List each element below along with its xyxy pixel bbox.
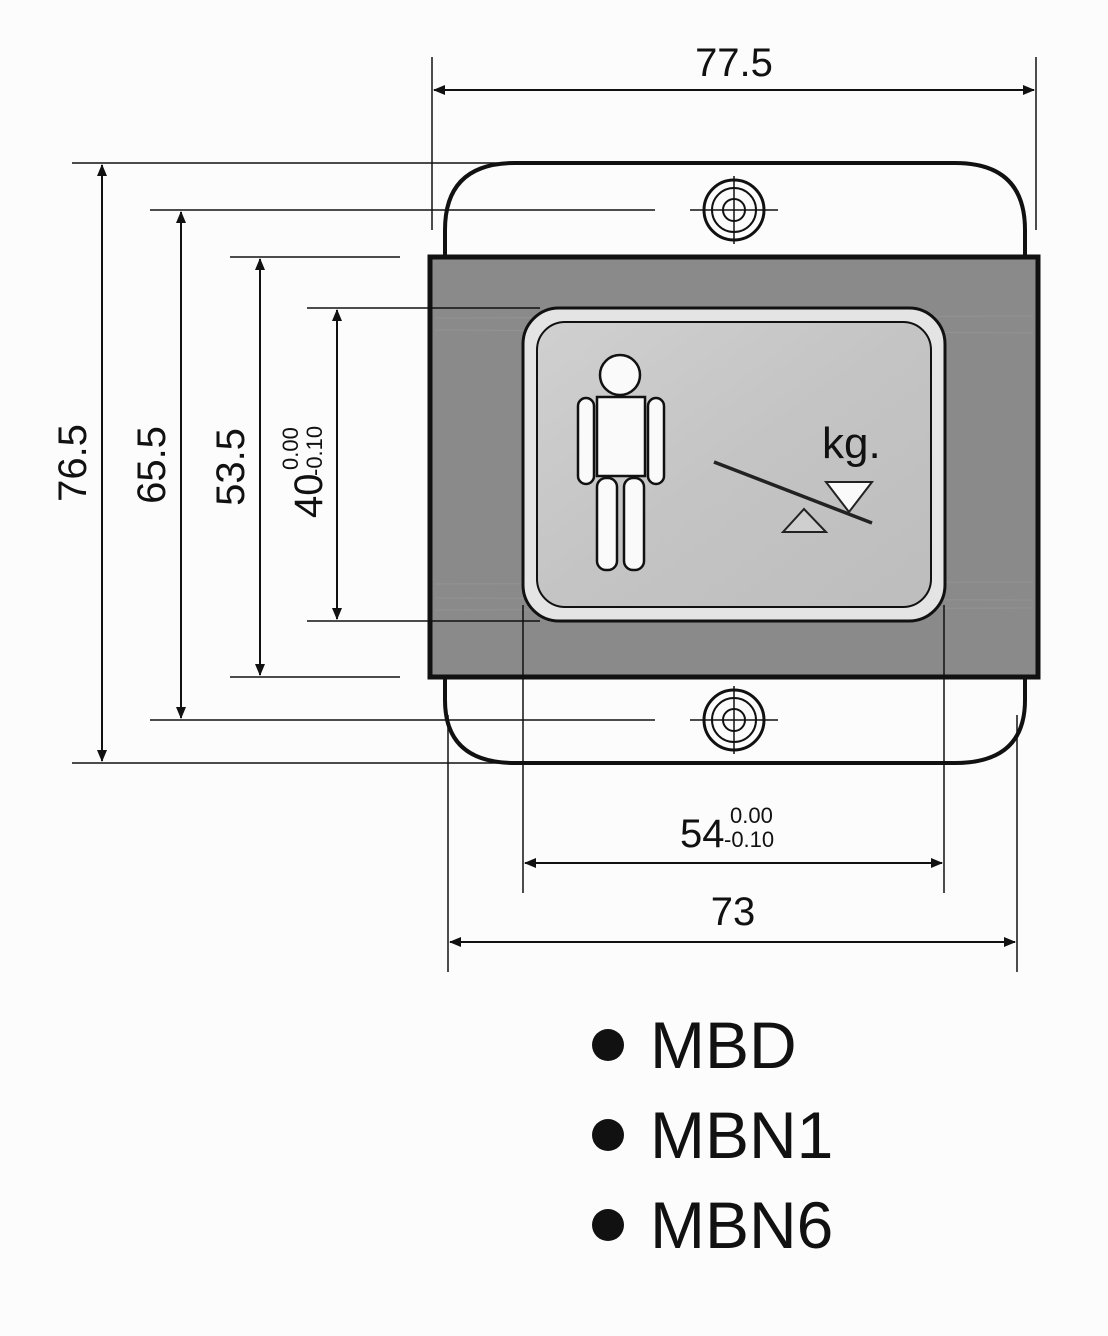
dimension-lines — [97, 85, 1035, 947]
model-name: MBN6 — [650, 1188, 834, 1262]
model-list-item: MBD — [592, 1000, 833, 1090]
dim-cutout-height-nominal: 40 — [287, 474, 331, 519]
dim-width-bottom: 73 — [711, 890, 756, 934]
model-name: MBD — [650, 1008, 797, 1082]
mounting-hole-top-icon — [690, 176, 778, 244]
housing-bottom-outline — [443, 677, 1027, 765]
model-list-item: MBN6 — [592, 1180, 833, 1270]
dim-plate-height: 53.5 — [209, 428, 253, 506]
model-list: MBD MBN1 MBN6 — [592, 1000, 833, 1270]
dim-cutout-width: 54 — [680, 812, 725, 856]
bullet-icon — [592, 1119, 624, 1151]
model-list-item: MBN1 — [592, 1090, 833, 1180]
dim-cutout-height-tol-lower: -0.10 — [302, 426, 327, 476]
dim-cutout-height-tol-upper: 0.00 — [278, 427, 303, 470]
dim-cutout-width-tol-lower: -0.10 — [724, 827, 774, 852]
bullet-icon — [592, 1209, 624, 1241]
kg-label: kg. — [822, 419, 881, 468]
dim-cutout-width-nominal: 54 — [680, 812, 725, 856]
dim-cutout-width-tol-upper: 0.00 — [730, 803, 773, 828]
balance-scale-icon — [713, 460, 875, 533]
dim-height-total: 76.5 — [51, 424, 95, 502]
mounting-hole-bottom-icon — [690, 686, 778, 754]
model-name: MBN1 — [650, 1098, 834, 1172]
dim-hole-spacing: 65.5 — [130, 426, 174, 504]
extension-lines — [72, 57, 1037, 972]
person-icon — [576, 353, 666, 572]
bullet-icon — [592, 1029, 624, 1061]
dim-width-top: 77.5 — [695, 41, 773, 85]
housing-top-outline — [443, 161, 1027, 258]
